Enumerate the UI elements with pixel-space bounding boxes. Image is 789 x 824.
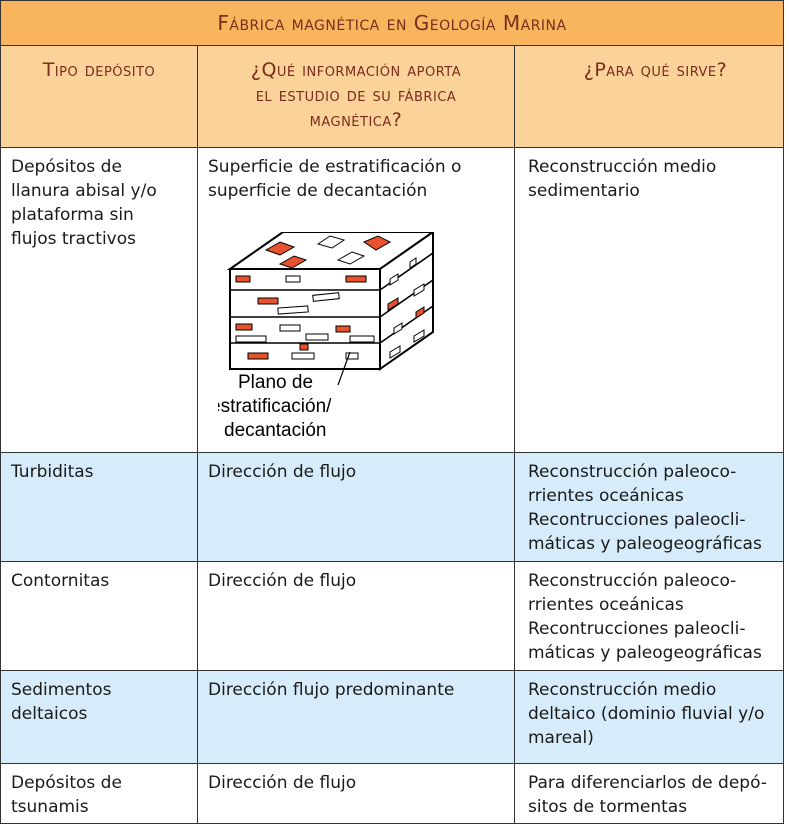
cell-line: Para diferenciarlos de depó- bbox=[528, 773, 767, 793]
cell-line: Turbiditas bbox=[11, 462, 94, 482]
cell-line: máticas y paleogeográficas bbox=[528, 534, 762, 554]
cell-line: Sedimentos bbox=[11, 680, 112, 700]
table-row-3-uso: Reconstrucción medio deltaico (dominio f… bbox=[514, 671, 784, 764]
cell-line: sedimentario bbox=[528, 181, 640, 201]
grain-red bbox=[235, 323, 253, 331]
cell-line: Recontrucciones paleocli- bbox=[528, 619, 746, 639]
cell-line: Reconstrucción medio bbox=[528, 157, 717, 177]
table-row-1-info: Dirección de flujo bbox=[197, 453, 515, 562]
grain-white bbox=[291, 352, 315, 360]
cell-line: Dirección de flujo bbox=[208, 462, 357, 482]
grain-red bbox=[299, 343, 309, 351]
header-line: magnética? bbox=[309, 109, 403, 131]
grain-white bbox=[409, 257, 417, 269]
diagram-label-line: Plano de bbox=[238, 372, 313, 393]
grain-white bbox=[349, 335, 375, 343]
header-line: el estudio de su fábrica bbox=[255, 84, 457, 106]
cell-line: Depósitos de bbox=[11, 773, 122, 793]
grain-white bbox=[393, 322, 403, 335]
cell-line: Dirección de flujo bbox=[208, 773, 357, 793]
stratification-cube-diagram: Plano de estratificación/ decantación bbox=[218, 232, 435, 441]
header-line: ¿Qué información aporta bbox=[250, 59, 462, 81]
table-row-3-tipo: Sedimentos deltaicos bbox=[0, 671, 198, 764]
table-row-0-uso: Reconstrucción medio sedimentario bbox=[514, 148, 784, 453]
table-row-3-info: Dirección flujo predominante bbox=[197, 671, 515, 764]
bedding-plane bbox=[379, 252, 434, 291]
cell-line: flujos tractivos bbox=[11, 229, 136, 249]
table-row-4-info: Dirección de flujo bbox=[197, 764, 515, 824]
cube-front-face bbox=[229, 268, 381, 370]
grain-red bbox=[335, 325, 351, 333]
grain-white bbox=[279, 324, 301, 332]
grain-white bbox=[235, 335, 267, 343]
cell-line: máticas y paleogeográficas bbox=[528, 643, 762, 663]
grain-red bbox=[257, 297, 279, 305]
table-row-0-tipo: Depósitos de llanura abisal y/o platafor… bbox=[0, 148, 198, 453]
cell-line: deltaicos bbox=[11, 704, 88, 724]
grain-white bbox=[316, 235, 346, 249]
grain-red bbox=[247, 352, 269, 360]
table-row-2-info: Dirección de flujo bbox=[197, 562, 515, 671]
grain-white bbox=[312, 292, 340, 302]
grain-white bbox=[285, 275, 301, 283]
cell-line: rrientes oceánicas bbox=[528, 486, 684, 506]
grain-red bbox=[278, 255, 308, 269]
grain-white bbox=[336, 251, 366, 265]
grain-red bbox=[235, 275, 251, 283]
grain-red bbox=[387, 297, 399, 311]
cell-line: Contornitas bbox=[11, 571, 110, 591]
diagram-label-line: decantación bbox=[224, 420, 326, 441]
cell-line: mareal) bbox=[528, 728, 594, 748]
header-line: Tipo depósito bbox=[42, 59, 156, 81]
header-para-que-sirve: ¿Para qué sirve? bbox=[514, 46, 784, 148]
cell-line: plataforma sin bbox=[11, 205, 134, 225]
table-row-1-uso: Reconstrucción paleoco- rrientes oceánic… bbox=[514, 453, 784, 562]
cell-line: sitos de tormentas bbox=[528, 797, 688, 817]
table-row-2-tipo: Contornitas bbox=[0, 562, 198, 671]
cell-line: Reconstrucción paleoco- bbox=[528, 571, 737, 591]
cell-line: deltaico (dominio fluvial y/o bbox=[528, 704, 765, 724]
grain-red bbox=[362, 235, 392, 251]
cell-line: superficie de decantación bbox=[208, 181, 428, 201]
cell-line: Reconstrucción paleoco- bbox=[528, 462, 737, 482]
grain-white bbox=[389, 273, 399, 286]
cell-line: Dirección flujo predominante bbox=[208, 680, 455, 700]
grain-white bbox=[277, 305, 309, 315]
grain-red bbox=[415, 306, 425, 319]
header-line: ¿Para qué sirve? bbox=[583, 59, 728, 81]
diagram-label-line: estratificación/ bbox=[218, 396, 332, 417]
cell-line: Reconstrucción medio bbox=[528, 680, 717, 700]
table-row-2-uso: Reconstrucción paleoco- rrientes oceánic… bbox=[514, 562, 784, 671]
grain-white bbox=[413, 329, 425, 343]
cell-line: rrientes oceánicas bbox=[528, 595, 684, 615]
cell-line: Superficie de estratificación o bbox=[208, 157, 462, 177]
cell-line: Recontrucciones paleocli- bbox=[528, 510, 746, 530]
table-row-4-tipo: Depósitos de tsunamis bbox=[0, 764, 198, 824]
grain-white bbox=[413, 283, 425, 297]
grain-red bbox=[345, 275, 367, 283]
table-row-1-tipo: Turbiditas bbox=[0, 453, 198, 562]
header-tipo-deposito: Tipo depósito bbox=[0, 46, 198, 148]
table-row-4-uso: Para diferenciarlos de depó- sitos de to… bbox=[514, 764, 784, 824]
grain-white bbox=[305, 333, 329, 341]
cell-line: Depósitos de bbox=[11, 157, 122, 177]
grain-red bbox=[264, 241, 296, 256]
grain-white bbox=[345, 352, 359, 360]
cell-line: Dirección de flujo bbox=[208, 571, 357, 591]
label-leader-line bbox=[337, 351, 351, 386]
cell-line: llanura abisal y/o bbox=[11, 181, 157, 201]
header-informacion: ¿Qué información aporta el estudio de su… bbox=[197, 46, 515, 148]
cell-line: tsunamis bbox=[11, 797, 89, 817]
table-title: Fábrica magnética en Geología Marina bbox=[0, 0, 784, 46]
grain-white bbox=[389, 345, 401, 359]
